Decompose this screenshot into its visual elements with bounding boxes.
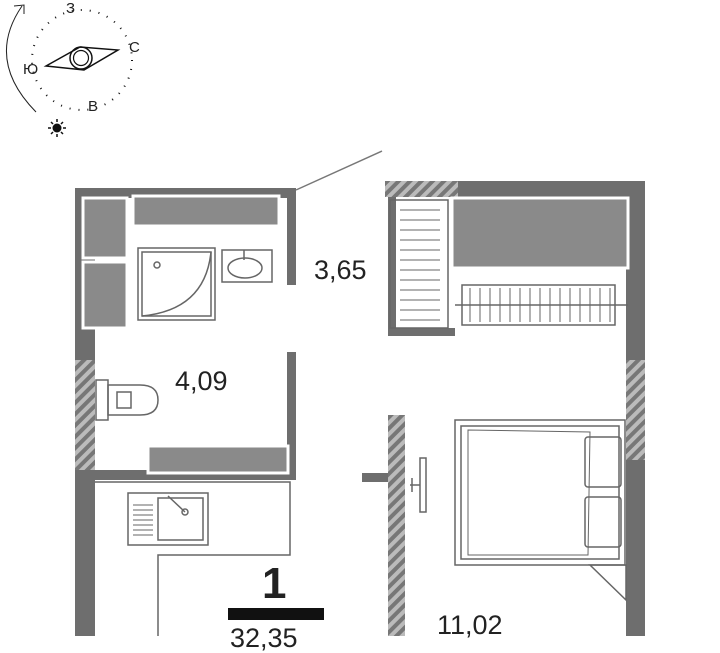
room-count: 1: [262, 559, 287, 608]
tv-icon: [410, 457, 427, 513]
floor-plan: [5, 4, 645, 636]
kitchen-counter: [95, 481, 291, 636]
sun-icon: [48, 119, 66, 137]
bed-icon: [454, 419, 626, 566]
wardrobe-door: [588, 564, 627, 602]
cabinets: [81, 194, 630, 475]
total-area: 32,35: [230, 623, 298, 653]
hatched-walls: [75, 181, 645, 636]
compass-diagram: [5, 4, 133, 137]
toilet-icon: [95, 379, 159, 421]
compass-west-label: З: [66, 0, 76, 17]
radiator-lines: [400, 209, 440, 321]
sink-icon: [221, 249, 273, 283]
summary-bar: [228, 608, 324, 620]
compass-north-label: С: [129, 39, 140, 56]
shower-icon: [137, 247, 216, 321]
bathroom-area: 4,09: [175, 366, 228, 396]
radiator-icon: [389, 199, 449, 329]
bedroom-area: 11,02: [437, 610, 503, 640]
radiator-horizontal: [455, 284, 628, 326]
balcony-door-line: [295, 150, 383, 191]
compass-east-label: В: [88, 98, 99, 115]
balcony-area: 3,65: [314, 255, 367, 285]
kitchen-sink-icon: [127, 492, 209, 546]
compass-south-label: Ю: [23, 61, 39, 78]
